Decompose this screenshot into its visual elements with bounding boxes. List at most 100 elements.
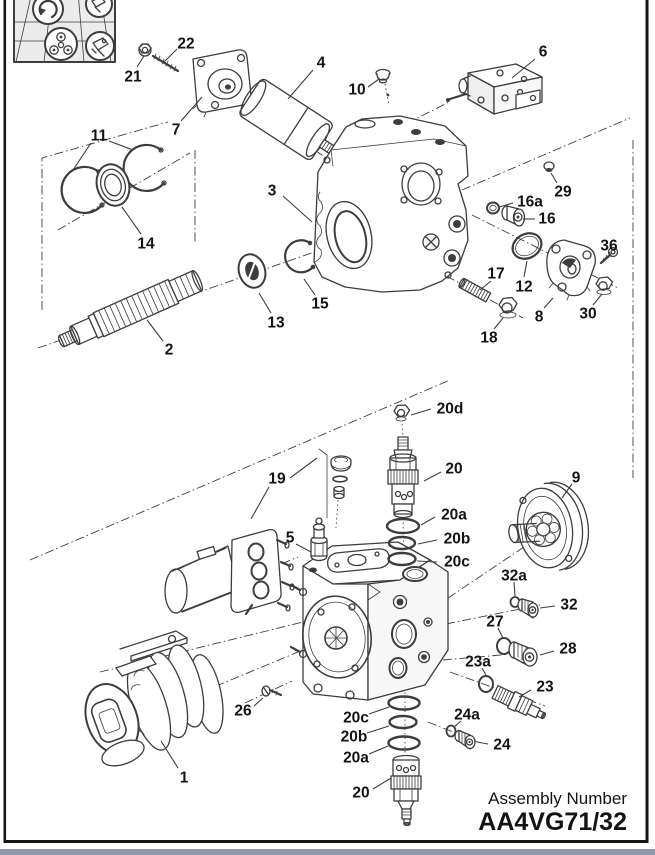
part-26-screw bbox=[261, 685, 283, 697]
leader-line-26 bbox=[253, 697, 264, 707]
callout-7: 7 bbox=[172, 122, 181, 139]
part-19-filter-plug bbox=[318, 448, 352, 519]
callout-20c: 20c bbox=[444, 554, 470, 571]
part-2-drive-shaft bbox=[58, 270, 204, 348]
leader-line-20 bbox=[423, 471, 442, 482]
leader-line-20d bbox=[410, 408, 432, 416]
part-32-plug bbox=[517, 598, 539, 619]
part-9-charge-pump bbox=[508, 481, 590, 571]
leader-line-20 bbox=[372, 777, 392, 790]
leader-line-20a bbox=[368, 745, 389, 755]
leader-line-13 bbox=[258, 292, 272, 314]
leader-line-11 bbox=[108, 140, 134, 151]
part-8-cover-plate bbox=[546, 239, 596, 301]
part-20a-o-ring-top bbox=[385, 517, 421, 535]
leader-line-23a bbox=[481, 667, 488, 678]
part-21-nut bbox=[138, 43, 152, 57]
leader-line-28 bbox=[539, 650, 555, 656]
callout-24: 24 bbox=[493, 737, 511, 754]
callout-8: 8 bbox=[535, 309, 544, 326]
leader-line-21 bbox=[136, 55, 145, 68]
callout-9: 9 bbox=[572, 470, 581, 487]
callout-5: 5 bbox=[286, 530, 295, 547]
leader-line-8 bbox=[543, 297, 554, 309]
leader-line-32 bbox=[539, 605, 556, 609]
callout-20: 20 bbox=[352, 785, 369, 802]
part-lower-housing-block bbox=[289, 541, 449, 701]
leader-line-14 bbox=[121, 206, 142, 235]
legend-icon-box bbox=[13, 0, 116, 63]
part-6-valve-block bbox=[446, 63, 543, 115]
callout-4: 4 bbox=[317, 55, 326, 72]
leader-line-9 bbox=[561, 483, 573, 499]
part-15-retaining-ring bbox=[284, 239, 316, 274]
leader-line-18 bbox=[493, 317, 504, 330]
callout-29: 29 bbox=[554, 184, 572, 201]
callout-23a: 23a bbox=[465, 654, 491, 671]
leader-line-19 bbox=[289, 457, 318, 479]
callout-20c: 20c bbox=[343, 710, 369, 727]
leader-line-30 bbox=[592, 293, 603, 306]
part-17-screw bbox=[458, 277, 492, 303]
callout-21: 21 bbox=[124, 69, 142, 86]
callout-32a: 32a bbox=[501, 568, 527, 585]
callout-20b: 20b bbox=[341, 729, 368, 746]
leader-line-20c bbox=[368, 706, 390, 715]
part-18-nut bbox=[498, 296, 518, 319]
leader-line-20b bbox=[417, 539, 438, 545]
callout-23: 23 bbox=[536, 679, 554, 696]
leader-line-23 bbox=[518, 689, 532, 698]
part-20b-o-ring-top bbox=[387, 535, 417, 551]
part-19-solenoid bbox=[164, 528, 295, 616]
part-3-pump-housing bbox=[313, 115, 469, 293]
assembly-number-block: Assembly Number AA4VG71/32 bbox=[478, 789, 627, 836]
part-14-seal-ring bbox=[95, 163, 131, 207]
part-24-plug bbox=[454, 729, 476, 750]
callout-1: 1 bbox=[180, 770, 189, 787]
leader-line-22 bbox=[163, 48, 178, 63]
callout-30: 30 bbox=[579, 306, 596, 323]
part-7-flange bbox=[192, 49, 252, 118]
part-20b-o-ring-bottom bbox=[388, 714, 418, 730]
callout-2: 2 bbox=[165, 342, 174, 359]
callout-13: 13 bbox=[267, 315, 285, 332]
callout-20d: 20d bbox=[437, 401, 464, 418]
leader-line-4 bbox=[287, 69, 314, 100]
leader-line-17 bbox=[479, 280, 492, 291]
rotate-direction-icon bbox=[32, 0, 64, 25]
leader-line-20b bbox=[366, 725, 390, 734]
leader-line-7 bbox=[180, 96, 203, 122]
callout-6: 6 bbox=[539, 44, 548, 61]
callout-14: 14 bbox=[137, 236, 155, 253]
part-24a-o-ring bbox=[445, 724, 457, 738]
callout-24a: 24a bbox=[454, 707, 480, 724]
part-10-plug bbox=[375, 68, 391, 97]
part-13-bearing bbox=[237, 253, 267, 289]
callout-22: 22 bbox=[177, 36, 194, 53]
part-20c-o-ring-top bbox=[387, 551, 417, 567]
callout-28: 28 bbox=[559, 641, 577, 658]
leader-line-24 bbox=[476, 741, 489, 745]
callout-16a: 16a bbox=[517, 194, 543, 211]
leader-line-32a bbox=[513, 581, 516, 597]
leader-line-27 bbox=[497, 627, 504, 639]
callout-10: 10 bbox=[348, 82, 365, 99]
leader-line-19 bbox=[250, 486, 270, 520]
leader-line-29 bbox=[550, 172, 558, 184]
leader-line-6 bbox=[511, 58, 536, 79]
callout-12: 12 bbox=[515, 279, 532, 296]
gear-set-icon bbox=[44, 27, 78, 61]
leader-line-20c bbox=[416, 560, 438, 563]
callout-36: 36 bbox=[600, 238, 618, 255]
assembly-number-label: Assembly Number bbox=[488, 789, 627, 808]
part-29-plug bbox=[543, 161, 555, 172]
seal-kit-icon bbox=[85, 0, 113, 18]
callout-15: 15 bbox=[311, 296, 329, 313]
part-1-rotary-group bbox=[84, 630, 224, 767]
part-16-plug bbox=[501, 205, 526, 227]
part-20a-o-ring-bottom bbox=[387, 735, 421, 751]
bottom-page-bar bbox=[0, 849, 655, 855]
callout-18: 18 bbox=[480, 330, 498, 347]
